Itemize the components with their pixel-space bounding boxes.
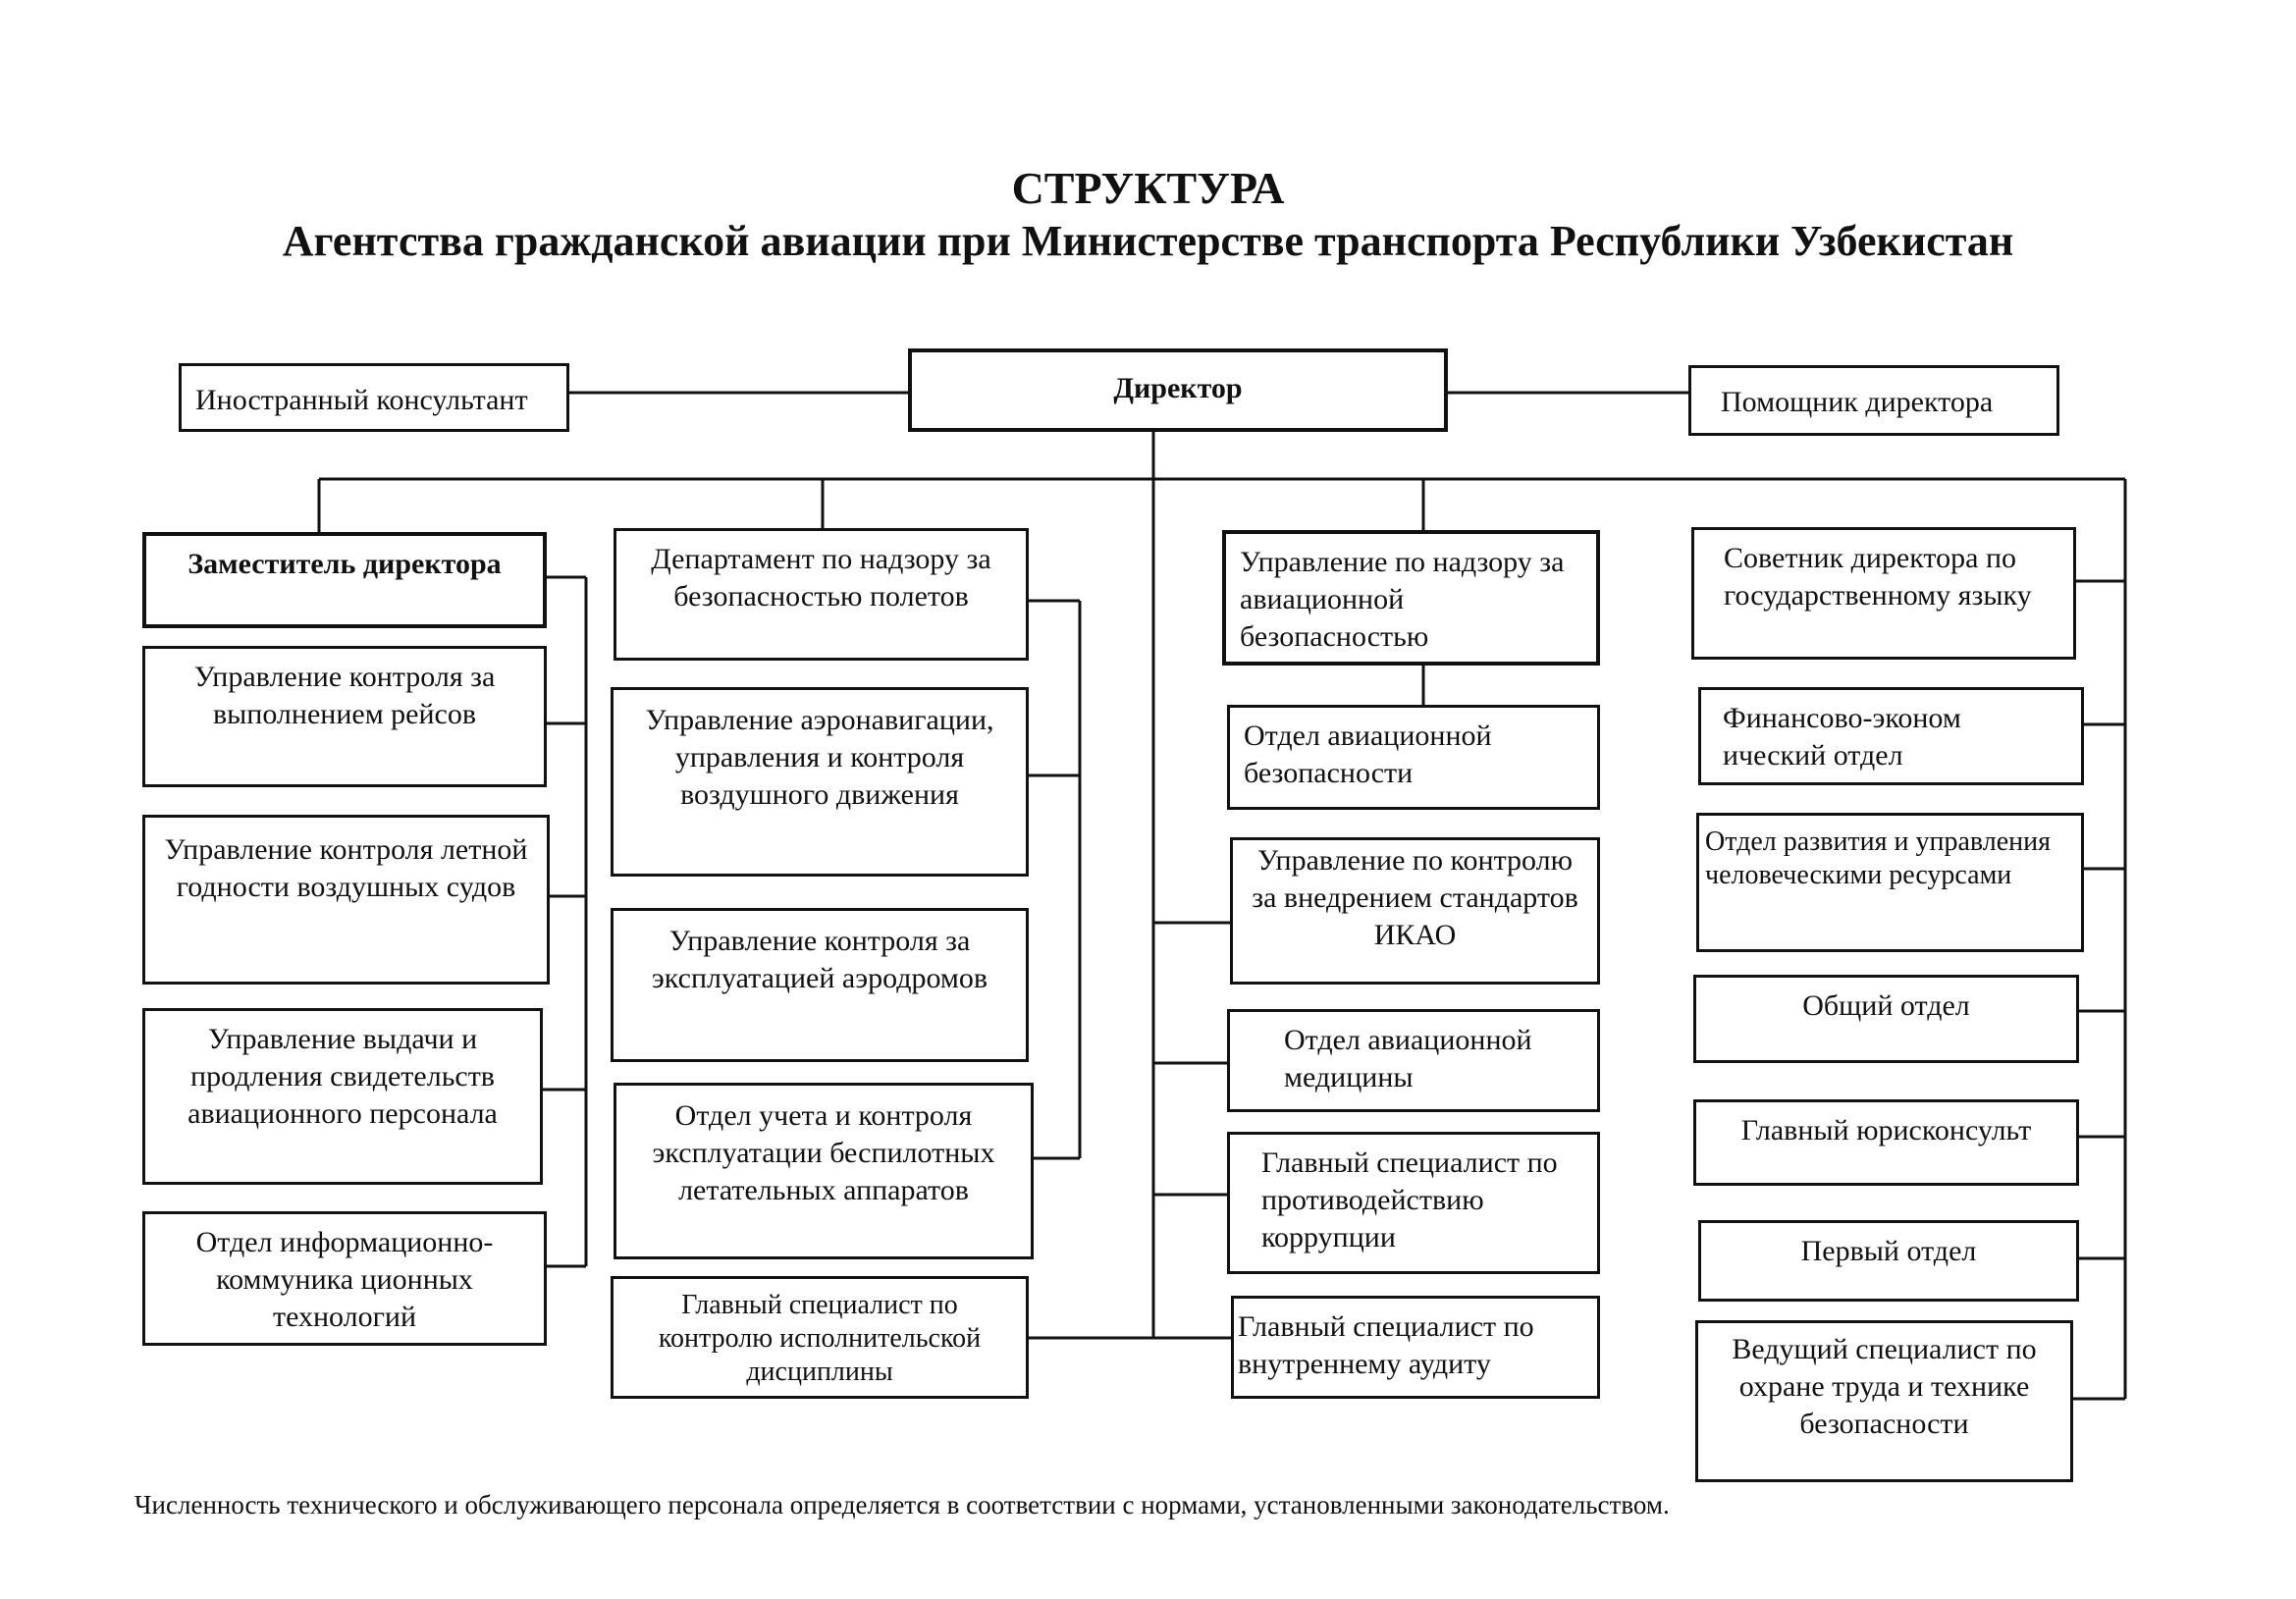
- aviation-security-directorate-label: Управление по надзору за авиационной без…: [1240, 546, 1565, 653]
- col2-unit-2: Управление контроля за эксплуатацией аэр…: [611, 908, 1029, 1062]
- col3-unit-4-label: Главный специалист по внутреннему аудиту: [1238, 1310, 1534, 1380]
- col4-unit-1: Советник директора по государственному я…: [1691, 527, 2076, 660]
- col4-unit-5-label: Главный юрисконсульт: [1740, 1114, 2032, 1146]
- col3-unit-4: Главный специалист по внутреннему аудиту: [1231, 1296, 1600, 1399]
- col2-unit-3: Отдел учета и контроля эксплуатации бесп…: [614, 1083, 1034, 1259]
- col3-unit-2: Отдел авиационной медицины: [1227, 1009, 1600, 1112]
- deputy-director-box: Заместитель директора: [142, 532, 547, 628]
- assistant-director-label: Помощник директора: [1721, 386, 1994, 418]
- col4-unit-4-label: Общий отдел: [1802, 989, 1970, 1022]
- flight-safety-department-box: Департамент по надзору за безопасностью …: [614, 528, 1029, 661]
- col2-unit-1-label: Управление аэронавигации, управления и к…: [645, 704, 994, 811]
- col1-unit-1: Управление контроля за выполнением рейсо…: [142, 646, 547, 787]
- col1-unit-3: Управление выдачи и продления свидетельс…: [142, 1008, 543, 1185]
- col4-unit-7-label: Ведущий специалист по охране труда и тех…: [1732, 1333, 2037, 1440]
- col3-unit-3: Главный специалист по противодействию ко…: [1227, 1132, 1600, 1274]
- footnote: Численность технического и обслуживающег…: [134, 1490, 1670, 1519]
- aviation-security-department-box: Отдел авиационной безопасности: [1227, 705, 1600, 810]
- col4-unit-5: Главный юрисконсульт: [1693, 1099, 2079, 1186]
- col2-unit-1: Управление аэронавигации, управления и к…: [611, 687, 1029, 877]
- deputy-director-label: Заместитель директора: [187, 548, 502, 580]
- col1-unit-2-label: Управление контроля летной годности возд…: [164, 833, 528, 903]
- diagram-title: СТРУКТУРА: [1011, 163, 1285, 213]
- foreign-consultant-label: Иностранный консультант: [195, 384, 528, 416]
- col4-unit-7: Ведущий специалист по охране труда и тех…: [1695, 1320, 2073, 1482]
- foreign-consultant-box: Иностранный консультант: [179, 363, 569, 432]
- col1-unit-1-label: Управление контроля за выполнением рейсо…: [193, 661, 496, 730]
- col4-unit-1-label: Советник директора по государственному я…: [1724, 542, 2032, 612]
- col1-unit-2: Управление контроля летной годности возд…: [142, 815, 550, 985]
- col4-unit-6: Первый отдел: [1698, 1220, 2079, 1302]
- aviation-security-department-label: Отдел авиационной безопасности: [1244, 720, 1492, 789]
- col4-unit-2-label: Финансово-эконом ический отдел: [1723, 702, 1961, 772]
- col4-unit-6-label: Первый отдел: [1800, 1235, 1977, 1267]
- col1-unit-3-label: Управление выдачи и продления свидетельс…: [187, 1023, 498, 1130]
- director-label: Директор: [1113, 372, 1243, 404]
- flight-safety-department-label: Департамент по надзору за безопасностью …: [651, 543, 991, 613]
- col4-unit-2: Финансово-эконом ический отдел: [1698, 687, 2084, 785]
- diagram-subtitle: Агентства гражданской авиации при Минист…: [282, 217, 2014, 265]
- col2-unit-3-label: Отдел учета и контроля эксплуатации бесп…: [652, 1099, 995, 1206]
- col4-unit-3: Отдел развития и управления человеческим…: [1696, 813, 2084, 952]
- col4-unit-4: Общий отдел: [1693, 975, 2079, 1063]
- discipline-control-specialist-box: Главный специалист по контролю исполните…: [611, 1276, 1029, 1399]
- discipline-control-specialist-label: Главный специалист по контролю исполните…: [658, 1290, 982, 1387]
- col3-unit-2-label: Отдел авиационной медицины: [1284, 1024, 1532, 1093]
- col3-unit-1-label: Управление по контролю за внедрением ста…: [1252, 844, 1578, 951]
- col1-unit-4: Отдел информационно-коммуника ционных те…: [142, 1211, 547, 1346]
- col3-unit-3-label: Главный специалист по противодействию ко…: [1261, 1146, 1558, 1253]
- col1-unit-4-label: Отдел информационно-коммуника ционных те…: [195, 1226, 494, 1333]
- assistant-director-box: Помощник директора: [1688, 365, 2059, 436]
- aviation-security-directorate-box: Управление по надзору за авиационной без…: [1222, 530, 1600, 666]
- col2-unit-2-label: Управление контроля за эксплуатацией аэр…: [651, 925, 988, 994]
- col4-unit-3-label: Отдел развития и управления человеческим…: [1705, 826, 2052, 890]
- col3-unit-1: Управление по контролю за внедрением ста…: [1230, 837, 1600, 985]
- director-box: Директор: [908, 348, 1448, 432]
